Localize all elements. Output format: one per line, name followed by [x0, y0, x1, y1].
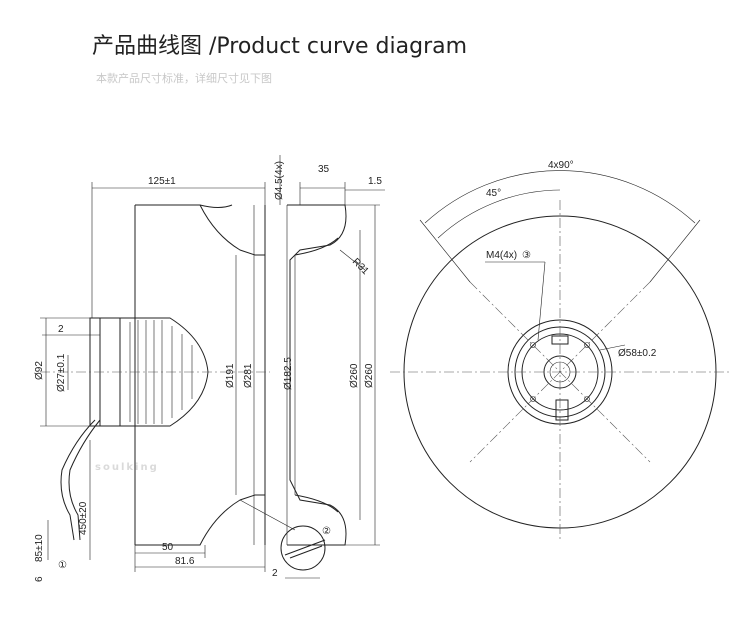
page-title: 产品曲线图 /Product curve diagram — [92, 34, 468, 59]
dim-450: 450±20 — [78, 501, 89, 535]
dim-92: Ø92 — [34, 361, 45, 380]
dim-50: 50 — [162, 542, 174, 553]
dim-81-6: 81.6 — [175, 556, 195, 567]
dim-27: Ø27±0.1 — [56, 353, 67, 392]
dim-260-b: Ø260 — [364, 363, 375, 388]
callout-1: ① — [58, 560, 67, 571]
dim-1-5: 1.5 — [368, 176, 382, 187]
dim-191: Ø191 — [225, 363, 236, 388]
dim-6: 6 — [34, 576, 45, 582]
dim-r31: R31 — [350, 256, 371, 277]
dim-260-a: Ø260 — [349, 363, 360, 388]
dim-182-5: Ø182.5 — [283, 357, 294, 390]
dim-2-top: 2 — [58, 324, 64, 335]
dim-281: Ø281 — [243, 363, 254, 388]
callout-3: ③ — [522, 250, 531, 261]
side-view: 125±1 2 Ø92 Ø27±0.1 Ø191 Ø281 50 81.6 85… — [34, 176, 270, 582]
angle-4x90: 4x90° — [548, 160, 574, 171]
dim-4-5-holes: Ø4.5(4x) — [274, 161, 285, 200]
dim-2-bottom: 2 — [272, 568, 278, 579]
dim-58: Ø58±0.2 — [618, 348, 657, 359]
dim-35: 35 — [318, 164, 330, 175]
dim-85: 85±10 — [34, 534, 45, 562]
front-view: 4x90° 45° M4(4x) ③ Ø58±0.2 — [390, 160, 730, 540]
page-subtitle: 本款产品尺寸标准，详细尺寸见下图 — [96, 72, 272, 85]
label-m4: M4(4x) — [486, 250, 517, 261]
section-view: Ø4.5(4x) 35 1.5 R31 Ø182.5 Ø260 Ø260 ② 2 — [239, 155, 385, 579]
angle-45: 45° — [486, 188, 501, 199]
watermark: soulking — [95, 462, 159, 473]
dim-125: 125±1 — [148, 176, 176, 187]
callout-2: ② — [322, 526, 331, 537]
